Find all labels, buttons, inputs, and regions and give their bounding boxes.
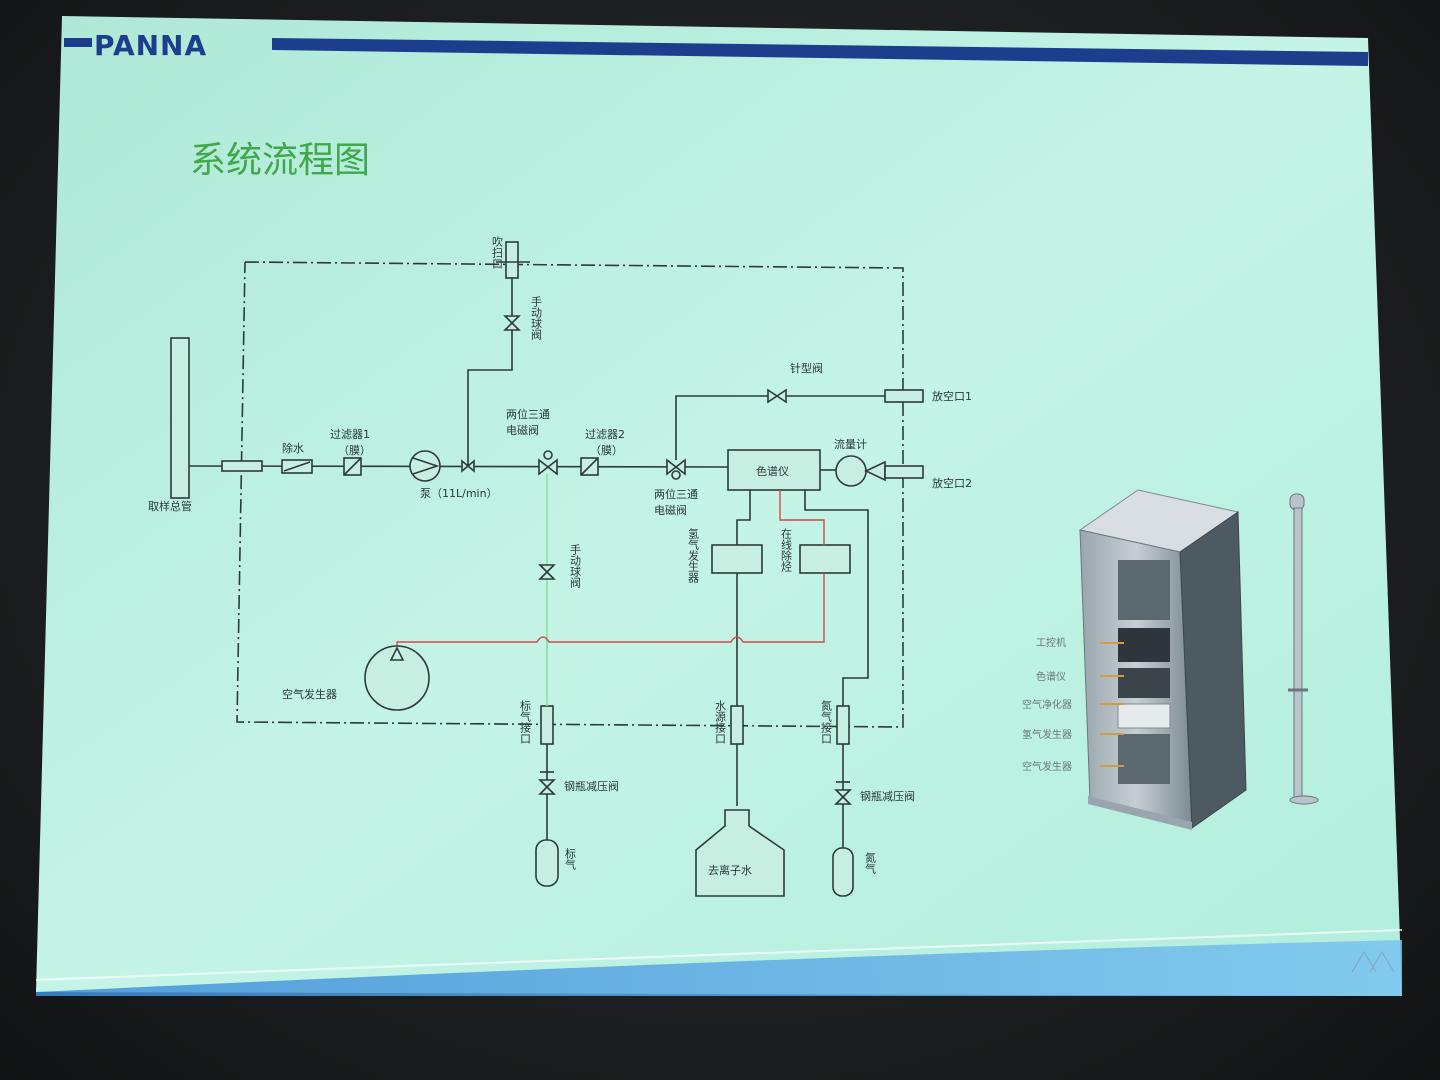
sampling-probe-pole bbox=[1288, 493, 1319, 805]
label-water-port: 水源接口 bbox=[714, 700, 727, 744]
standard-gas-bottle bbox=[535, 839, 559, 887]
label-air-gen: 空气发生器 bbox=[282, 687, 337, 701]
label-3way-bottom2: 电磁阀 bbox=[654, 503, 687, 517]
bypass-loop bbox=[236, 261, 904, 728]
label-blowback: 吹扫口 bbox=[491, 236, 504, 269]
label-reg-left: 钢瓶减压阀 bbox=[564, 779, 619, 793]
label-flowmeter: 流量计 bbox=[834, 437, 867, 451]
label-pump: 泵（11L/min） bbox=[420, 487, 498, 500]
label-n2-gas: 氮气 bbox=[864, 851, 877, 874]
water-port bbox=[730, 705, 744, 745]
label-filter2-sub: （膜） bbox=[590, 444, 623, 457]
cabinet-label-gc: 色谱仪 bbox=[1036, 670, 1066, 683]
cabinet-callouts bbox=[1100, 642, 1124, 767]
label-gc: 色谱仪 bbox=[756, 464, 789, 478]
vent-1 bbox=[884, 389, 924, 403]
manual-ball-valve-top bbox=[503, 315, 521, 331]
pump bbox=[409, 450, 441, 482]
label-3way-bottom: 两位三通 bbox=[654, 487, 698, 501]
cabinet-label-air-gen: 空气发生器 bbox=[1022, 760, 1072, 773]
label-manual-ball-top: 手动球阀 bbox=[530, 295, 543, 341]
deionized-water-bottle bbox=[695, 809, 785, 897]
vent-2 bbox=[884, 465, 924, 479]
diagram-labels: 取样总管 除水 过滤器1 （膜） 泵（11L/min） 两位三通 电磁阀 过滤器… bbox=[148, 236, 972, 877]
air-generator bbox=[364, 645, 430, 711]
label-vent2: 放空口2 bbox=[932, 476, 972, 490]
label-manual-ball-mid: 手动球阀 bbox=[569, 543, 582, 589]
gc-analyzer bbox=[727, 449, 821, 491]
label-online-purge: 在线除烃 bbox=[780, 528, 793, 573]
flow-diagram bbox=[170, 241, 924, 897]
slide-title: 系统流程图 bbox=[190, 140, 370, 181]
sample-probe bbox=[170, 337, 190, 499]
three-way-valve-2 bbox=[666, 458, 686, 476]
label-3way-top2: 电磁阀 bbox=[506, 423, 539, 437]
label-h2-gen: 氢气发生器 bbox=[687, 527, 700, 584]
slide-background bbox=[36, 16, 1402, 996]
brand-logo: PANNA bbox=[94, 29, 207, 62]
label-deion-water: 去离子水 bbox=[708, 863, 752, 877]
blowback-port bbox=[505, 241, 519, 279]
needle-valve bbox=[767, 388, 787, 404]
header-bar: PANNA bbox=[64, 29, 1368, 66]
regulator-left bbox=[538, 779, 556, 795]
air-line bbox=[396, 490, 825, 650]
label-n2-port: 氮气接口 bbox=[820, 699, 833, 744]
bottom-wave-decoration bbox=[36, 940, 1402, 996]
regulator-right bbox=[834, 789, 852, 805]
label-std-port: 标气接口 bbox=[519, 699, 532, 744]
analyzer-cabinet bbox=[1078, 489, 1247, 830]
three-way-valve-1 bbox=[538, 458, 558, 476]
cabinet-label-h2-gen: 氢气发生器 bbox=[1022, 728, 1072, 741]
main-pipe bbox=[188, 465, 729, 468]
label-vent1: 放空口1 bbox=[932, 389, 972, 403]
label-filter1-sub: （膜） bbox=[338, 444, 371, 457]
nitrogen-bottle bbox=[832, 847, 854, 897]
nitrogen-port bbox=[836, 705, 850, 745]
cabinet-label-air-purifier: 空气净化器 bbox=[1022, 698, 1072, 711]
online-purger bbox=[799, 544, 851, 574]
cabinet-labels: 工控机 色谱仪 空气净化器 氢气发生器 空气发生器 bbox=[1022, 636, 1072, 773]
label-std-gas: 标气 bbox=[564, 847, 577, 870]
label-3way-top: 两位三通 bbox=[506, 407, 550, 421]
label-sample-probe: 取样总管 bbox=[148, 499, 192, 513]
label-reg-right: 钢瓶减压阀 bbox=[860, 789, 915, 803]
standard-gas-port bbox=[540, 705, 554, 745]
label-dehydrate: 除水 bbox=[282, 441, 304, 455]
corner-logo-icon bbox=[1351, 950, 1395, 973]
manual-ball-valve-mid bbox=[538, 564, 556, 580]
label-needle-valve: 针型阀 bbox=[790, 361, 823, 375]
hydrogen-generator bbox=[711, 544, 763, 574]
flow-meter bbox=[835, 455, 867, 487]
cabinet-label-ipc: 工控机 bbox=[1036, 636, 1066, 649]
label-filter2: 过滤器2 bbox=[585, 428, 625, 441]
label-filter1: 过滤器1 bbox=[330, 428, 370, 441]
